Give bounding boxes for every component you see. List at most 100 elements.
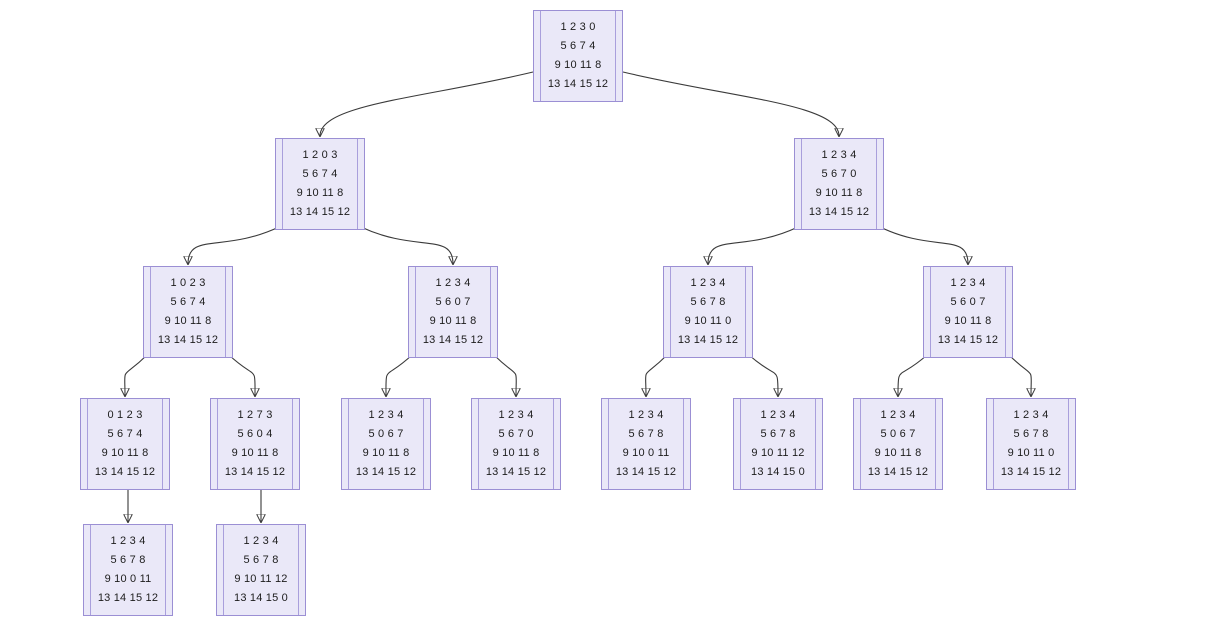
- grid-row: 1 2 3 4: [1013, 409, 1049, 421]
- grid-row: 9 10 11 8: [492, 447, 540, 459]
- grid-row: 1 2 3 4: [760, 409, 796, 421]
- grid-row: 13 14 15 0: [234, 592, 288, 604]
- node-right-rule: [815, 399, 822, 489]
- grid-row: 9 10 11 8: [164, 315, 212, 327]
- grid-row: 5 6 7 4: [107, 428, 143, 440]
- grid-row: 1 2 3 4: [243, 535, 279, 547]
- node-right-rule: [935, 399, 942, 489]
- tree-edge: [360, 226, 453, 264]
- tree-edge: [125, 354, 148, 396]
- node-left-rule: [217, 525, 224, 615]
- grid-row: 1 2 3 4: [821, 149, 857, 161]
- node-left-rule: [534, 11, 541, 101]
- grid-row: 1 2 3 4: [498, 409, 534, 421]
- grid-row: 5 6 7 0: [498, 428, 534, 440]
- grid-row: 13 14 15 12: [422, 334, 484, 346]
- grid-row: 9 10 11 8: [362, 447, 410, 459]
- grid-row: 13 14 15 12: [289, 206, 351, 218]
- grid-row: 0 1 2 3: [107, 409, 143, 421]
- grid-row: 13 14 15 12: [485, 466, 547, 478]
- grid-row: 9 10 11 8: [296, 187, 344, 199]
- node-left-rule: [276, 139, 283, 229]
- node-left-rule: [734, 399, 741, 489]
- grid-row: 13 14 15 12: [867, 466, 929, 478]
- grid-row: 9 10 11 8: [944, 315, 992, 327]
- grid-row: 9 10 11 12: [751, 447, 805, 459]
- node-left-rule: [84, 525, 91, 615]
- node-right-rule: [490, 267, 497, 357]
- node-left-rule: [211, 399, 218, 489]
- grid-row: 9 10 11 8: [231, 447, 279, 459]
- grid-row: 5 6 7 8: [1013, 428, 1049, 440]
- tree-edge: [493, 354, 516, 396]
- grid-row: 1 2 3 4: [880, 409, 916, 421]
- grid-row: 5 6 7 8: [110, 554, 146, 566]
- node-left-rule: [664, 267, 671, 357]
- grid-row: 13 14 15 12: [1000, 466, 1062, 478]
- grid-row: 5 6 0 7: [950, 296, 986, 308]
- puzzle-grid: 1 2 7 3 5 6 0 4 9 10 11 8 13 14 15 12: [218, 399, 292, 489]
- puzzle-state-node: 1 2 3 4 5 0 6 7 9 10 11 8 13 14 15 12: [341, 398, 431, 490]
- node-right-rule: [1068, 399, 1075, 489]
- grid-row: 13 14 15 12: [677, 334, 739, 346]
- node-right-rule: [1005, 267, 1012, 357]
- grid-row: 5 6 0 4: [237, 428, 273, 440]
- grid-row: 1 2 3 0: [560, 21, 596, 33]
- grid-row: 13 14 15 12: [547, 78, 609, 90]
- tree-edge: [646, 354, 668, 396]
- grid-row: 5 6 7 4: [170, 296, 206, 308]
- node-left-rule: [602, 399, 609, 489]
- grid-row: 5 0 6 7: [880, 428, 916, 440]
- node-left-rule: [795, 139, 802, 229]
- grid-row: 1 2 3 4: [435, 277, 471, 289]
- node-right-rule: [165, 525, 172, 615]
- node-right-rule: [292, 399, 299, 489]
- grid-row: 5 6 7 0: [821, 168, 857, 180]
- node-right-rule: [357, 139, 364, 229]
- node-left-rule: [924, 267, 931, 357]
- puzzle-state-node: 1 2 3 4 5 6 7 8 9 10 11 12 13 14 15 0: [733, 398, 823, 490]
- node-right-rule: [298, 525, 305, 615]
- grid-row: 5 0 6 7: [368, 428, 404, 440]
- tree-edge: [622, 71, 839, 136]
- tree-edge: [320, 71, 534, 136]
- grid-row: 5 6 7 8: [760, 428, 796, 440]
- grid-row: 9 10 11 0: [684, 315, 732, 327]
- grid-row: 13 14 15 0: [751, 466, 805, 478]
- node-left-rule: [144, 267, 151, 357]
- puzzle-grid: 1 2 3 4 5 0 6 7 9 10 11 8 13 14 15 12: [349, 399, 423, 489]
- grid-row: 1 0 2 3: [170, 277, 206, 289]
- grid-row: 1 2 3 4: [368, 409, 404, 421]
- node-right-rule: [745, 267, 752, 357]
- grid-row: 9 10 11 12: [234, 573, 288, 585]
- grid-row: 5 6 7 4: [302, 168, 338, 180]
- grid-row: 5 6 7 8: [690, 296, 726, 308]
- grid-row: 13 14 15 12: [355, 466, 417, 478]
- node-right-rule: [553, 399, 560, 489]
- node-left-rule: [472, 399, 479, 489]
- grid-row: 1 2 3 4: [950, 277, 986, 289]
- node-right-rule: [162, 399, 169, 489]
- grid-row: 1 2 7 3: [237, 409, 273, 421]
- puzzle-state-node: 1 2 3 4 5 6 7 0 9 10 11 8 13 14 15 12: [471, 398, 561, 490]
- grid-row: 13 14 15 12: [615, 466, 677, 478]
- grid-row: 13 14 15 12: [224, 466, 286, 478]
- grid-row: 5 6 7 4: [560, 40, 596, 52]
